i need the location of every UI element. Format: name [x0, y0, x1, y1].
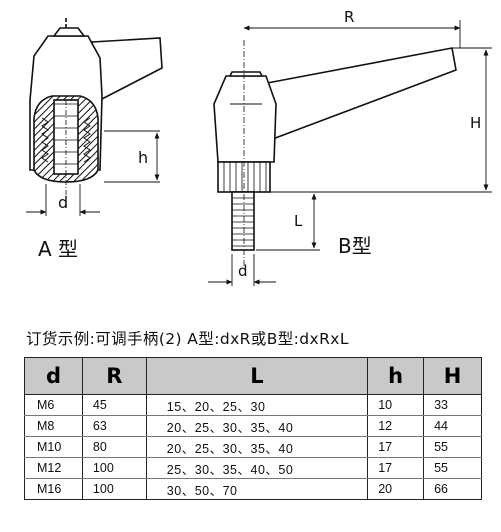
dim-R-label: R	[344, 8, 354, 26]
cell-R: 80	[81, 436, 147, 458]
cell-d: M10	[24, 436, 83, 458]
cell-L: 30、50、70	[145, 478, 369, 500]
cell-H: 55	[423, 457, 482, 479]
table-row: M8 63 20、25、30、35、40 12 44	[24, 415, 482, 437]
cell-h: 20	[367, 478, 425, 500]
cell-L: 25、30、35、40、50	[145, 457, 369, 479]
cell-d: M12	[24, 457, 83, 479]
spec-table: d R L h H M6 45 15、20、25、30 10 33 M8 63 …	[24, 357, 482, 500]
cell-R: 100	[81, 478, 147, 500]
header-d: d	[24, 357, 83, 395]
dim-h-label: h	[138, 148, 148, 167]
dimension-lines-type-a	[26, 130, 160, 216]
dim-d-label-type-a: d	[58, 193, 68, 212]
table-row: M10 80 20、25、30、35、40 17 55	[24, 436, 482, 458]
cell-h: 12	[367, 415, 425, 437]
technical-drawing: d h R H L d	[26, 8, 492, 286]
cell-R: 63	[81, 415, 147, 437]
table-row: M6 45 15、20、25、30 10 33	[24, 394, 482, 416]
dim-L-label: L	[294, 212, 303, 230]
cell-d: M16	[24, 478, 83, 500]
header-R: R	[81, 357, 147, 395]
header-L: L	[145, 357, 369, 395]
cell-R: 100	[81, 457, 147, 479]
cell-R: 45	[81, 394, 147, 416]
cell-d: M6	[24, 394, 83, 416]
cell-h: 17	[367, 436, 425, 458]
cell-h: 17	[367, 457, 425, 479]
dim-d-label-type-b: d	[238, 262, 248, 280]
cell-H: 33	[423, 394, 482, 416]
dim-H-label: H	[470, 114, 481, 132]
cell-h: 10	[367, 394, 425, 416]
dimension-lines-type-b	[208, 20, 492, 286]
table-row: M16 100 30、50、70 20 66	[24, 478, 482, 500]
order-example-note: 订货示例:可调手柄(2) A型:dxR或B型:dxRxL	[26, 330, 349, 348]
table-row: M12 100 25、30、35、40、50 17 55	[24, 457, 482, 479]
cell-H: 44	[423, 415, 482, 437]
header-H: H	[423, 357, 482, 395]
handle-type-b	[213, 40, 457, 270]
type-b-label: B型	[338, 234, 372, 258]
header-h: h	[367, 357, 425, 395]
table-header-row: d R L h H	[24, 357, 482, 395]
type-a-label: A 型	[38, 237, 79, 261]
cell-L: 15、20、25、30	[145, 394, 369, 416]
cell-H: 55	[423, 436, 482, 458]
cell-L: 20、25、30、35、40	[145, 436, 369, 458]
cell-H: 66	[423, 478, 482, 500]
cell-d: M8	[24, 415, 83, 437]
cell-L: 20、25、30、35、40	[145, 415, 369, 437]
handle-type-a	[29, 18, 163, 196]
